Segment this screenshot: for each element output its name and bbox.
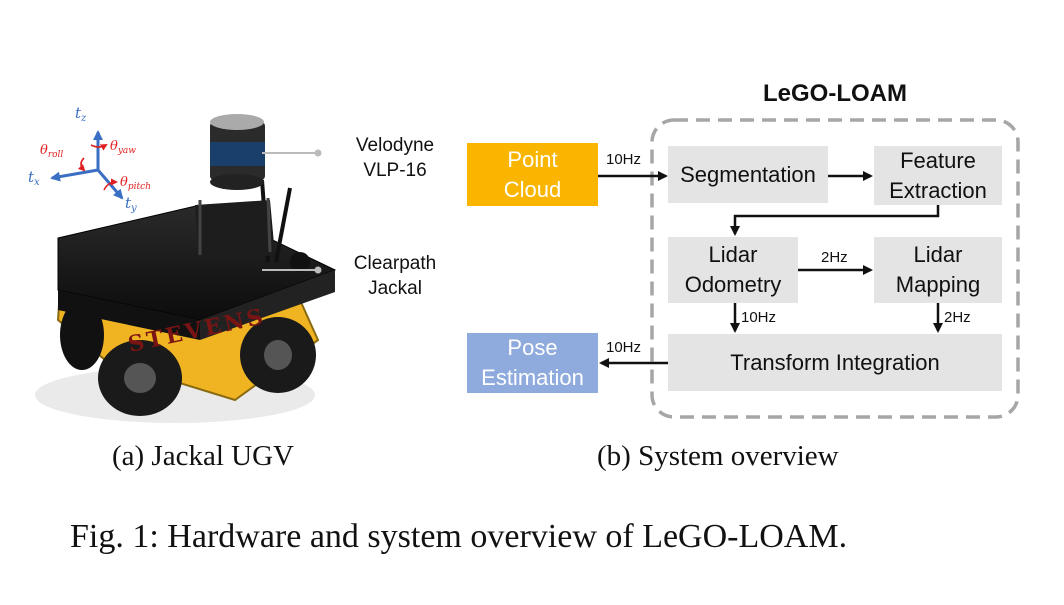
- velodyne-label-line1: Velodyne: [355, 135, 435, 156]
- node-text: Odometry: [684, 272, 782, 297]
- node-text: Estimation: [481, 365, 584, 390]
- wheel: [98, 340, 182, 416]
- node-text: Extraction: [889, 177, 987, 203]
- clearpath-label: Clearpath Jackal: [345, 251, 445, 301]
- axis-yaw-label: θyaw: [110, 139, 136, 156]
- node-text: Transform Integration: [730, 349, 940, 375]
- sensor-pointers: [262, 149, 322, 274]
- robot-photo: [35, 114, 337, 423]
- clearpath-label-line1: Clearpath: [353, 253, 437, 274]
- node-transform-integration: Transform Integration: [668, 334, 1002, 391]
- rate-input: 10Hz: [606, 151, 642, 168]
- node-text: Lidar: [708, 242, 758, 267]
- caption-b: (b) System overview: [597, 440, 839, 472]
- flow-arrows: [598, 171, 943, 368]
- rate-output: 10Hz: [606, 339, 642, 356]
- node-text: Pose: [507, 335, 558, 360]
- node-text: Feature: [900, 147, 976, 173]
- node-text: Mapping: [895, 272, 981, 297]
- lego-loam-container: [650, 118, 1020, 419]
- rate-odom-to-transform: 10Hz: [741, 309, 777, 326]
- figure-caption: Fig. 1: Hardware and system overview of …: [70, 518, 848, 555]
- axis-roll-label: θroll: [40, 143, 63, 160]
- caption-a: (a) Jackal UGV: [112, 440, 294, 472]
- diagram-title: LeGO-LOAM: [763, 80, 907, 107]
- arrow-feature-to-odometry: [730, 205, 940, 236]
- axis-tx-label: tx: [28, 168, 40, 188]
- axis-ty-label: ty: [125, 194, 137, 214]
- wheel: [240, 317, 316, 393]
- velodyne-label: Velodyne VLP-16: [345, 133, 445, 183]
- rate-mapping-to-transform: 2Hz: [944, 309, 971, 326]
- clearpath-label-line2: Jackal: [368, 278, 422, 299]
- node-text: Lidar: [913, 242, 963, 267]
- node-text: Segmentation: [680, 161, 816, 187]
- coordinate-frame: tz tx ty θroll θyaw θpitch: [28, 104, 151, 214]
- node-text: Cloud: [503, 176, 562, 202]
- rate-odom-to-mapping: 2Hz: [821, 249, 848, 266]
- axis-tz-label: tz: [75, 104, 87, 124]
- axis-pitch-label: θpitch: [120, 175, 151, 192]
- velodyne-label-line2: VLP-16: [363, 160, 427, 181]
- node-text: Point: [507, 146, 558, 172]
- node-segmentation: Segmentation: [668, 146, 828, 203]
